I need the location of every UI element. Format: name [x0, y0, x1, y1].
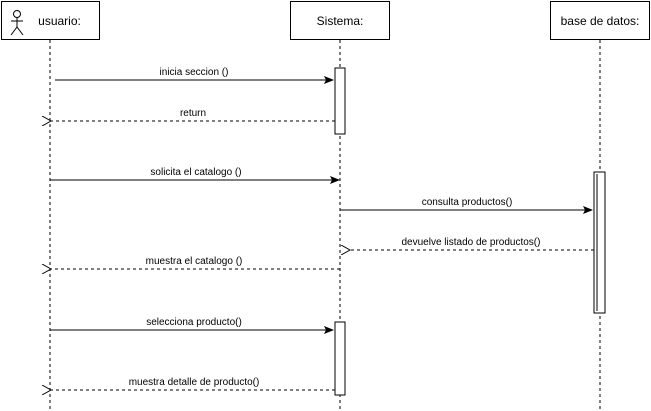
actor-stick-figure-icon	[10, 10, 24, 36]
message-label: muestra detalle de producto()	[129, 377, 260, 388]
message-label: inicia seccion ()	[160, 67, 229, 78]
participant-sistema[interactable]: Sistema:	[290, 1, 390, 40]
activation-base-de-datos	[593, 171, 606, 314]
participant-usuario-label: usuario:	[38, 13, 81, 28]
participant-base-de-datos[interactable]: base de datos:	[550, 1, 650, 40]
message-label: solicita el catalogo ()	[150, 167, 241, 178]
activation-sistema-2	[334, 321, 346, 396]
participant-sistema-label: Sistema:	[316, 13, 364, 28]
activation-sistema-1	[334, 67, 346, 135]
participant-base-de-datos-label: base de datos:	[560, 13, 640, 28]
message-label: return	[180, 108, 206, 119]
message-label: muestra el catalogo ()	[146, 256, 243, 267]
message-label: devuelve listado de productos()	[402, 237, 541, 248]
participant-usuario[interactable]: usuario:	[1, 1, 100, 40]
message-label: selecciona producto()	[146, 317, 242, 328]
message-label: consulta productos()	[422, 197, 513, 208]
